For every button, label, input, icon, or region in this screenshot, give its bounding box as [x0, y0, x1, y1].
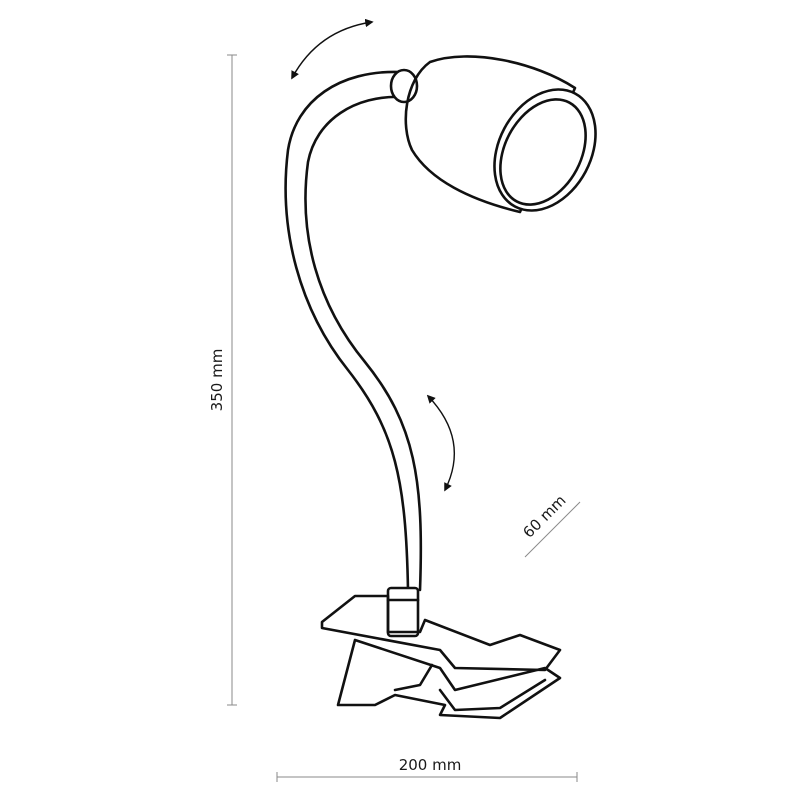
width-label: 200 mm — [399, 756, 462, 774]
diameter-dimension-line — [524, 501, 581, 558]
diameter-dimension: 60 mm — [519, 491, 581, 558]
neck-bend-arrow-icon — [426, 394, 456, 492]
clamp — [320, 594, 562, 720]
lamp-head-opening-inner — [499, 98, 587, 206]
gooseneck-inner-edge — [304, 95, 423, 592]
lamp-head — [404, 55, 597, 214]
neck-collar — [386, 586, 420, 638]
diameter-label: 60 mm — [519, 491, 569, 541]
clamp-upper-jaw — [320, 594, 562, 672]
head-rotation-arrow-icon — [291, 18, 374, 80]
height-label: 350 mm — [208, 349, 226, 412]
width-dimension: 200 mm — [276, 756, 578, 782]
height-dimension: 350 mm — [208, 54, 237, 706]
clamp-lower-jaw — [336, 638, 562, 720]
gooseneck-outer-edge — [284, 70, 410, 592]
